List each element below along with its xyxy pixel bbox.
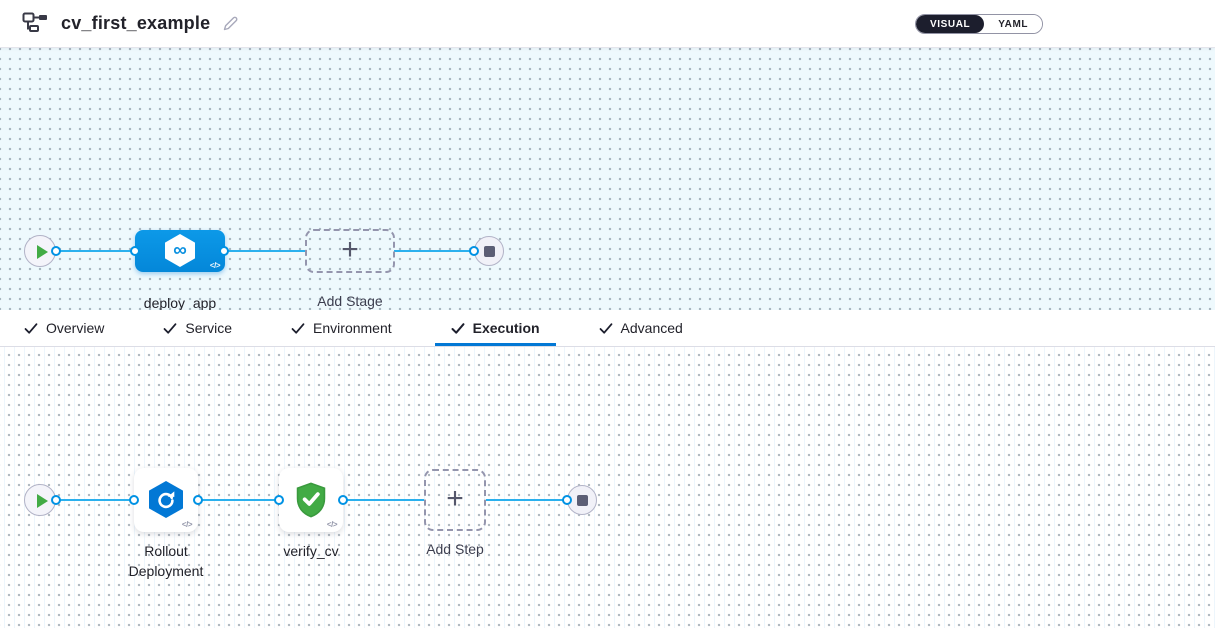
plus-icon: +	[341, 232, 359, 266]
check-icon	[291, 322, 305, 334]
verify-step-label: verify_cv	[283, 543, 339, 559]
rollout-in-port[interactable]	[129, 495, 139, 505]
tab-advanced[interactable]: Advanced	[583, 310, 699, 346]
code-icon[interactable]: </>	[209, 261, 221, 270]
tab-service[interactable]: Service	[147, 310, 248, 346]
edge-addstep-to-end	[486, 499, 567, 501]
pipeline-start-node	[24, 235, 56, 267]
rollout-deployment-icon	[149, 481, 183, 518]
execution-canvas[interactable]: </> Rollout Deployment </> verify_cv + A…	[0, 347, 1215, 628]
rollout-out-port[interactable]	[193, 495, 203, 505]
view-mode-toggle: VISUAL YAML	[915, 14, 1044, 34]
verify-shield-icon	[296, 482, 326, 518]
execution-end-node	[567, 485, 597, 515]
step-node-verify-cv[interactable]: </>	[279, 468, 343, 532]
stage-config-tabs: Overview Service Environment Execution A…	[0, 310, 1215, 347]
tab-environment[interactable]: Environment	[275, 310, 408, 346]
check-icon	[451, 322, 465, 334]
play-icon	[37, 494, 48, 508]
step-node-rollout-deployment[interactable]: </>	[134, 468, 198, 532]
tab-overview[interactable]: Overview	[8, 310, 120, 346]
execution-start-node	[24, 484, 56, 516]
end-in-port[interactable]	[469, 246, 479, 256]
add-stage-button[interactable]: +	[305, 229, 395, 273]
play-icon	[37, 245, 48, 259]
tab-advanced-label: Advanced	[620, 320, 683, 336]
tab-environment-label: Environment	[313, 320, 392, 336]
edge-start-to-stage	[56, 250, 135, 252]
tab-execution-label: Execution	[472, 320, 540, 336]
stage-node-deploy-app[interactable]: ∞ </>	[135, 230, 225, 272]
verify-in-port[interactable]	[274, 495, 284, 505]
add-step-button[interactable]: +	[424, 469, 486, 531]
verify-out-port[interactable]	[338, 495, 348, 505]
stage-in-port[interactable]	[130, 246, 140, 256]
toggle-yaml-button[interactable]: YAML	[984, 15, 1043, 33]
rollout-step-label: Rollout Deployment	[128, 543, 204, 579]
stage-out-port[interactable]	[219, 246, 229, 256]
stage-canvas[interactable]: ∞ </> deploy_app + Add Stage	[0, 48, 1215, 311]
plus-icon: +	[446, 481, 464, 515]
check-icon	[24, 322, 38, 334]
tab-execution[interactable]: Execution	[434, 310, 556, 346]
check-icon	[163, 322, 177, 334]
cd-stage-icon: ∞	[165, 234, 195, 267]
toggle-visual-button[interactable]: VISUAL	[916, 15, 985, 33]
edge-stage-to-addstage	[224, 250, 305, 252]
code-icon[interactable]: </>	[181, 520, 193, 529]
edge-rollout-to-verify	[198, 499, 279, 501]
pipeline-header: cv_first_example VISUAL YAML	[0, 0, 1215, 48]
check-icon	[599, 322, 612, 334]
infinity-glyph: ∞	[173, 240, 187, 261]
edge-start-to-rollout	[56, 499, 134, 501]
code-icon[interactable]: </>	[326, 520, 338, 529]
pipeline-icon	[22, 12, 49, 35]
exec-end-in-port[interactable]	[562, 495, 572, 505]
edge-verify-to-addstep	[343, 499, 424, 501]
exec-start-out-port[interactable]	[51, 495, 61, 505]
add-step-label: Add Step	[426, 541, 484, 557]
stop-icon	[577, 495, 588, 506]
stop-icon	[484, 246, 495, 257]
edit-pencil-icon[interactable]	[222, 15, 239, 32]
tab-overview-label: Overview	[46, 320, 105, 336]
page-title: cv_first_example	[61, 13, 211, 33]
add-stage-label: Add Stage	[317, 293, 383, 309]
tab-service-label: Service	[185, 320, 233, 336]
stage-label: deploy_app	[143, 295, 217, 311]
start-out-port[interactable]	[51, 246, 61, 256]
edge-addstage-to-end	[394, 250, 474, 252]
pipeline-end-node	[474, 236, 504, 266]
